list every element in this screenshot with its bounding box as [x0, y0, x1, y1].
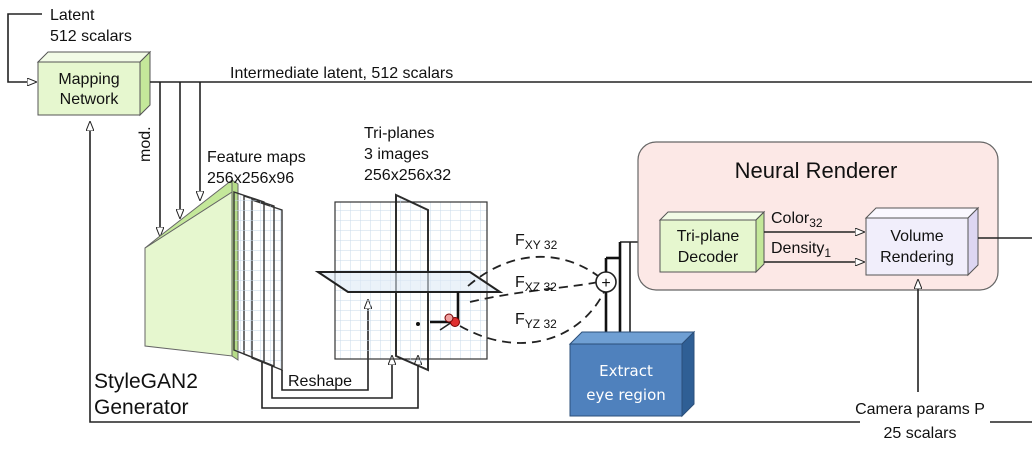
- sample-point-icon: [444, 313, 454, 323]
- feature-maps-stack: Feature maps 256x256x96: [207, 149, 306, 372]
- volume-label: Volume: [890, 228, 943, 245]
- neural-renderer-panel: Neural Renderer Tri-plane Decoder Color3…: [637, 141, 999, 291]
- density-label: Density1: [771, 240, 831, 260]
- generator-label-2: Generator: [94, 396, 189, 419]
- neural-renderer-title: Neural Renderer: [735, 158, 898, 183]
- style-mod-arrows: mod.: [137, 82, 200, 236]
- intermediate-latent-line: Intermediate latent, 512 scalars: [150, 65, 1032, 83]
- color-label: Color32: [771, 210, 823, 230]
- decoder-label: Tri-plane: [677, 228, 740, 245]
- extract-label: Extract: [599, 362, 653, 380]
- extract-eye-region-box: Extract eye region: [568, 330, 696, 418]
- feature-maps-label: Feature maps: [207, 149, 306, 166]
- mapping-network-label-2: Network: [60, 91, 120, 108]
- triplanes: Tri-planes 3 images 256x256x32: [314, 125, 504, 372]
- decoder-label-2: Decoder: [678, 249, 739, 266]
- triplane-decoder-box: Tri-plane Decoder: [658, 210, 766, 274]
- feature-sampling-paths: FXY 32 FXZ 32 FYZ 32: [459, 232, 605, 344]
- feature-xy-label: FXY 32: [515, 232, 558, 252]
- volume-label-2: Rendering: [880, 249, 954, 266]
- camera-feedback-line: [90, 122, 1032, 423]
- camera-params-label: Camera params P: [855, 401, 985, 418]
- latent-input: Latent 512 scalars: [7, 7, 132, 82]
- mapping-network-box: Mapping Network: [36, 50, 152, 117]
- triplanes-size-label: 256x256x32: [364, 167, 451, 184]
- latent-size-label: 512 scalars: [50, 28, 132, 45]
- triplanes-label: Tri-planes: [364, 125, 435, 142]
- feature-yz-label: FYZ 32: [515, 311, 557, 331]
- feature-maps-size-label: 256x256x96: [207, 170, 294, 187]
- intermediate-latent-label: Intermediate latent, 512 scalars: [230, 65, 453, 82]
- stylegan2-generator: StyleGAN2 Generator: [94, 178, 239, 419]
- generator-label: StyleGAN2: [94, 370, 198, 393]
- mod-label: mod.: [137, 126, 154, 162]
- feature-xz-label: FXZ 32: [515, 274, 557, 294]
- decoder-outputs: Color32 Density1: [764, 210, 864, 262]
- sum-symbol: +: [601, 275, 610, 292]
- volume-rendering-box: Volume Rendering: [864, 206, 980, 277]
- latent-label: Latent: [50, 7, 95, 24]
- mapping-network-label: Mapping: [58, 71, 119, 88]
- sum-node: +: [595, 258, 617, 344]
- camera-params-input: Camera params P 25 scalars: [855, 280, 985, 442]
- reshape-label: Reshape: [288, 373, 352, 390]
- extract-label-2: eye region: [586, 386, 666, 404]
- triplanes-count-label: 3 images: [364, 146, 429, 163]
- camera-params-size-label: 25 scalars: [884, 425, 957, 442]
